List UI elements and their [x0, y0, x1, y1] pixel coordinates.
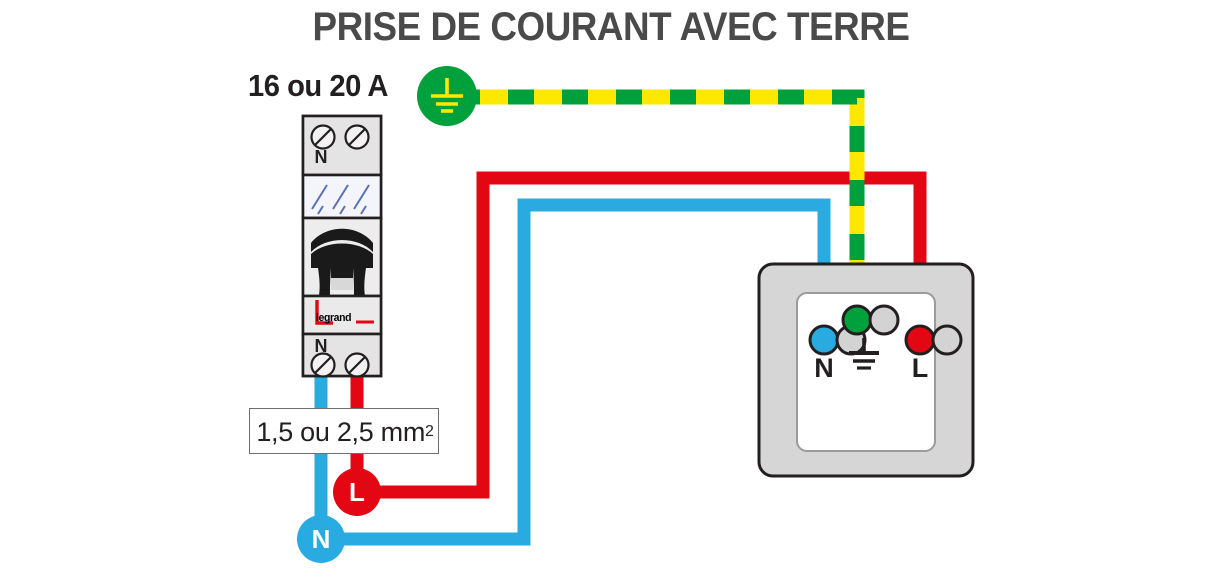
earth-source-node	[417, 66, 477, 126]
neutral-node-label: N	[311, 524, 331, 554]
breaker-toggle-lever[interactable]	[311, 228, 373, 296]
socket-label-live: L	[912, 353, 929, 383]
breaker-terminal-top-label: N	[315, 147, 328, 167]
earth-ground-icon	[849, 338, 879, 370]
socket-terminal-earth	[841, 304, 900, 336]
breaker-terminal-bottom-label: N	[315, 336, 328, 356]
earth-wire	[440, 89, 865, 330]
page-title: PRISE DE COURANT AVEC TERRE	[312, 5, 910, 49]
live-node-label: L	[349, 477, 365, 507]
neutral-wire	[314, 198, 831, 546]
breaker-window-hatching	[311, 184, 370, 215]
wall-socket[interactable]: N L	[757, 262, 975, 478]
breaker-rating-label: 16 ou 20 A	[248, 68, 388, 103]
socket-terminal-live	[904, 324, 963, 356]
legrand-brand-label: legrand	[316, 312, 352, 324]
breaker-screw-terminal	[344, 352, 370, 378]
socket-label-neutral: N	[814, 353, 834, 383]
breaker-screw-terminal	[344, 124, 370, 150]
live-node	[333, 468, 381, 516]
neutral-node	[297, 515, 345, 563]
legrand-logo-icon	[315, 300, 374, 325]
cable-gauge-label: 1,5 ou 2,5 mm	[256, 416, 426, 447]
breaker-screw-terminal	[310, 124, 336, 150]
cable-gauge-exponent: 2	[425, 423, 434, 440]
earth-ground-icon	[431, 78, 463, 113]
circuit-breaker: N	[301, 114, 383, 378]
breaker-screw-terminal	[310, 352, 336, 378]
